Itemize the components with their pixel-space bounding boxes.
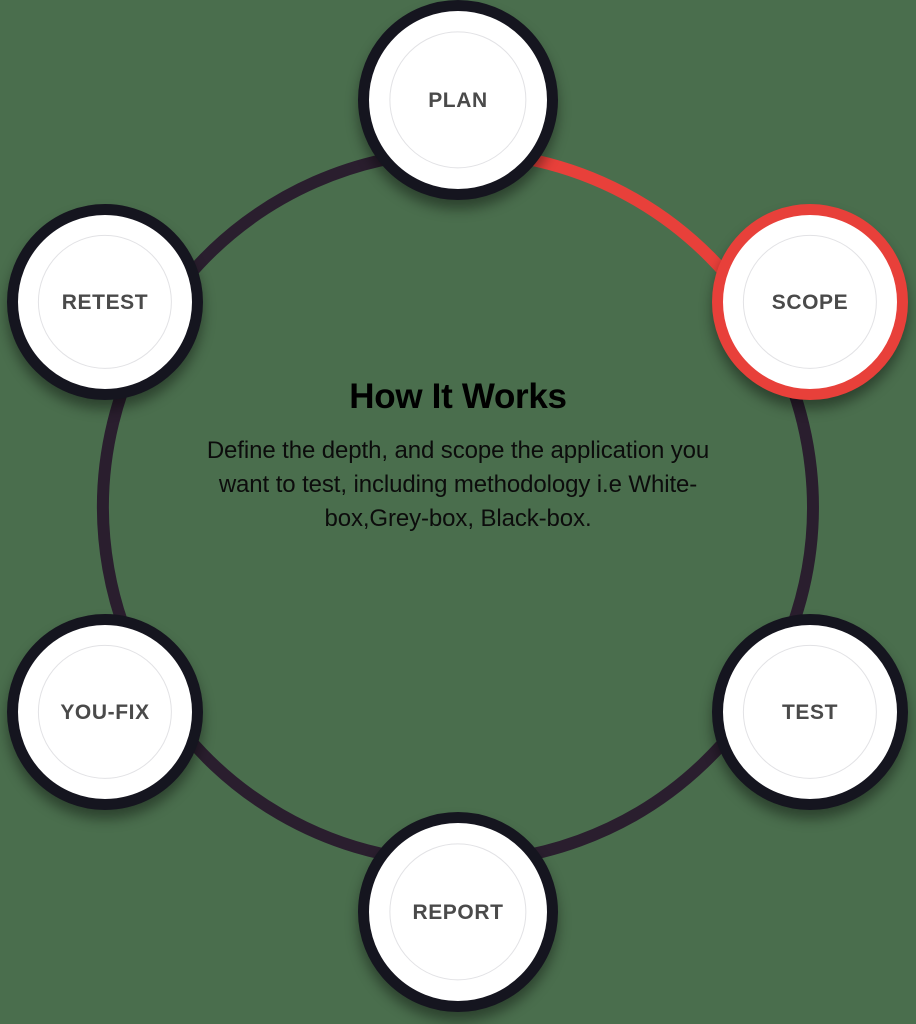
step-node-scope[interactable]: SCOPE [712,204,908,400]
step-label-report: REPORT [412,900,504,924]
center-content: How It Works Define the depth, and scope… [178,377,738,536]
step-label-retest: RETEST [61,290,149,314]
step-node-test[interactable]: TEST [712,614,908,810]
step-node-you-fix[interactable]: YOU-FIX [7,614,203,810]
step-node-plan[interactable]: PLAN [358,0,558,200]
step-label-test: TEST [781,700,839,724]
step-node-retest[interactable]: RETEST [7,204,203,400]
step-label-scope: SCOPE [771,290,849,314]
step-label-you-fix: YOU-FIX [60,700,150,724]
step-node-report[interactable]: REPORT [358,812,558,1012]
step-label-plan: PLAN [428,88,488,112]
center-description: Define the depth, and scope the applicat… [206,436,710,533]
center-title: How It Works [349,377,567,416]
